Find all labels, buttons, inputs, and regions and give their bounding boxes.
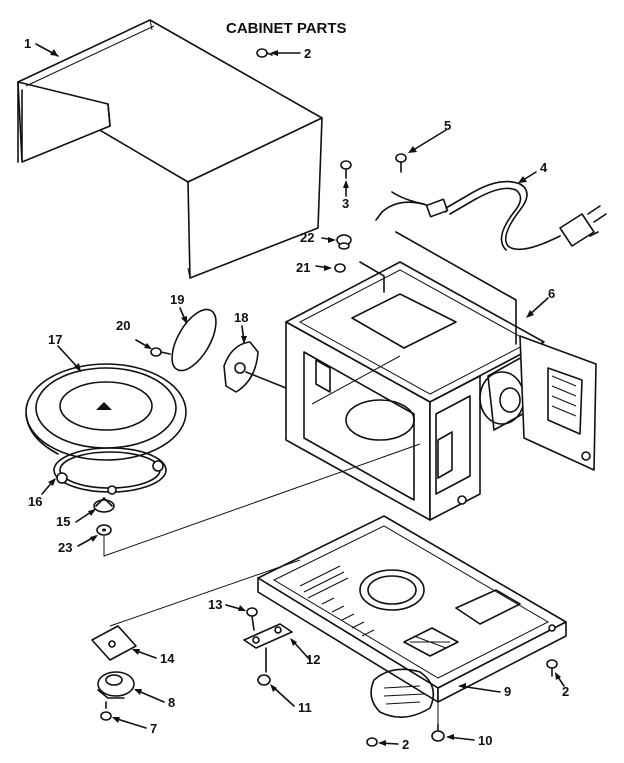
callout-2: 2 xyxy=(304,46,311,61)
foot-10 xyxy=(431,723,445,742)
oven-cavity-chassis xyxy=(285,231,597,521)
assembly-line-turntable xyxy=(103,443,421,557)
screw-13 xyxy=(246,607,258,631)
screw-2-bottom xyxy=(366,737,378,747)
callout-2c: 2 xyxy=(402,737,409,752)
turntable-motor-8 xyxy=(97,671,135,699)
callout-19: 19 xyxy=(170,292,184,307)
screw-2-right xyxy=(546,659,558,677)
callout-23: 23 xyxy=(58,540,72,555)
callout-9: 9 xyxy=(504,684,511,699)
callout-21: 21 xyxy=(296,260,310,275)
screw-7 xyxy=(100,701,112,721)
callout-15: 15 xyxy=(56,514,70,529)
callout-1: 1 xyxy=(24,36,31,51)
callout-labels: 1 2 3 4 5 6 22 21 19 18 20 17 16 15 23 1… xyxy=(24,36,569,752)
grommet-22 xyxy=(336,234,352,250)
callout-13: 13 xyxy=(208,597,222,612)
callout-22: 22 xyxy=(300,230,314,245)
turntable-tray-17 xyxy=(25,363,187,461)
gasket-19 xyxy=(171,308,217,372)
callout-16: 16 xyxy=(28,494,42,509)
callout-3: 3 xyxy=(342,196,349,211)
assembly-line-motor xyxy=(109,559,301,627)
callout-11: 11 xyxy=(298,700,312,715)
screw-21 xyxy=(334,263,346,273)
outer-cabinet-wrapper xyxy=(17,19,323,279)
screw-20 xyxy=(150,347,171,357)
leader-lines xyxy=(35,43,565,746)
screw-2-top xyxy=(256,48,273,58)
coupler-15 xyxy=(93,497,115,513)
bracket-12 xyxy=(243,623,293,673)
foot-11 xyxy=(257,674,271,686)
callout-10: 10 xyxy=(478,733,492,748)
callout-5: 5 xyxy=(444,118,451,133)
fan-cover-10 xyxy=(370,668,439,724)
screw-5 xyxy=(395,153,407,173)
callout-12: 12 xyxy=(306,652,320,667)
motor-plate-18 xyxy=(223,341,287,393)
callout-14: 14 xyxy=(160,651,175,666)
roller-ring-16 xyxy=(53,447,167,495)
bracket-14 xyxy=(91,625,137,661)
callout-7: 7 xyxy=(150,721,157,736)
power-cord xyxy=(375,180,607,251)
washer-23 xyxy=(96,524,112,536)
callout-17: 17 xyxy=(48,332,62,347)
callout-4: 4 xyxy=(540,160,548,175)
callout-18: 18 xyxy=(234,310,248,325)
screw-3 xyxy=(340,160,352,179)
callout-6: 6 xyxy=(548,286,555,301)
diagram-title: CABINET PARTS xyxy=(226,20,347,37)
callout-2b: 2 xyxy=(562,684,569,699)
callout-8: 8 xyxy=(168,695,175,710)
base-plate-9 xyxy=(257,515,567,703)
callout-20: 20 xyxy=(116,318,130,333)
